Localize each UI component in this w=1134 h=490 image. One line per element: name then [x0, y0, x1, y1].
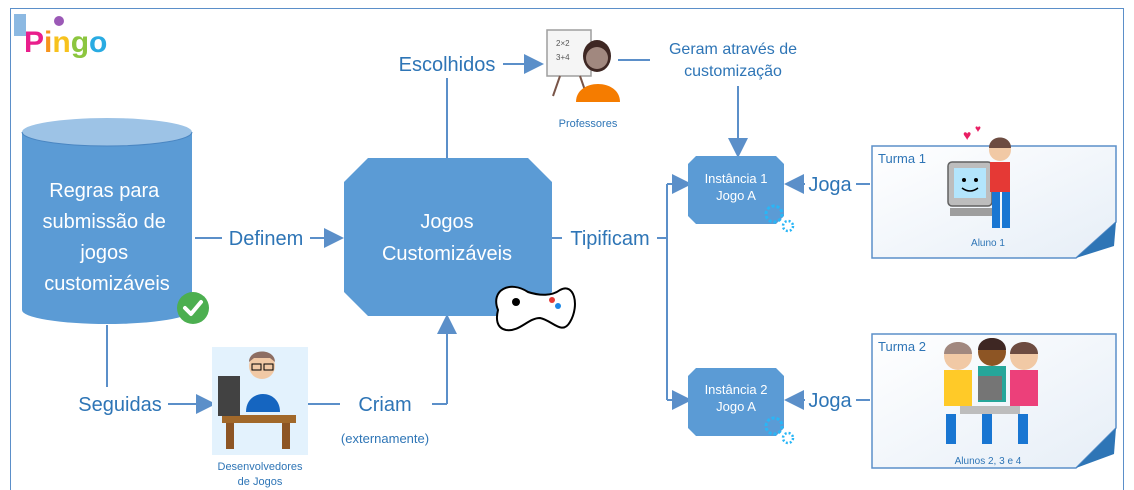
edge-label-play-2: Joga [808, 390, 852, 412]
instance1-label-1: Instância 1 [705, 171, 768, 186]
games-node [344, 158, 552, 316]
rules-line-1: Regras para [49, 180, 160, 202]
edge-label-generate-2: customização [684, 63, 782, 80]
gamepad-icon [495, 285, 576, 332]
rules-label: Regras para submissão de jogos customizá… [43, 180, 172, 295]
rules-line-2: submissão de [43, 211, 166, 233]
instance1-label-2: Jogo A [716, 188, 756, 203]
diagram-frame [10, 8, 1124, 490]
check-icon [177, 292, 209, 324]
class1-title: Turma 1 [878, 151, 926, 166]
edge-label-followed: Seguidas [78, 394, 161, 416]
class1-student: Aluno 1 [971, 238, 1005, 249]
gear-icon [764, 204, 795, 233]
games-label-2: Customizáveis [382, 243, 512, 265]
rules-line-4: customizáveis [44, 273, 170, 295]
instance2-label-1: Instância 2 [705, 382, 768, 397]
svg-text:3+4: 3+4 [556, 53, 570, 62]
developer-label-2: de Jogos [238, 476, 283, 488]
rules-line-3: jogos [79, 242, 128, 264]
class2-student: Alunos 2, 3 e 4 [955, 456, 1022, 467]
pingo-logo: Pingo [14, 14, 107, 59]
gear-icon [764, 416, 795, 445]
instance1-node [688, 156, 784, 224]
edge-label-chosen: Escolhidos [399, 54, 496, 76]
edge-label-play-1: Joga [808, 174, 852, 196]
edge-label-typify: Tipificam [570, 228, 649, 250]
svg-text:2×2: 2×2 [556, 39, 570, 48]
teacher-label: Professores [559, 118, 618, 130]
rules-database [21, 118, 193, 324]
developer-label-1: Desenvolvedores [218, 461, 303, 473]
instance2-node [688, 368, 784, 436]
edge-label-generate-1: Geram através de [669, 41, 797, 58]
teacher-icon: 2×2 3+4 [546, 29, 620, 102]
svg-text:♥: ♥ [975, 124, 981, 135]
edge-label-externally: (externamente) [341, 431, 429, 446]
edge-label-create: Criam [358, 394, 411, 416]
class2-title: Turma 2 [878, 339, 926, 354]
developer-icon [212, 347, 308, 455]
student-computer-icon: ♥ ♥ [947, 124, 1011, 228]
logo-text: Pingo [24, 26, 107, 59]
games-label-1: Jogos [420, 211, 473, 233]
instance2-label-2: Jogo A [716, 399, 756, 414]
edges [106, 54, 870, 414]
svg-text:♥: ♥ [963, 127, 971, 143]
students-group-icon [944, 338, 1038, 444]
edge-label-define: Definem [229, 228, 303, 250]
